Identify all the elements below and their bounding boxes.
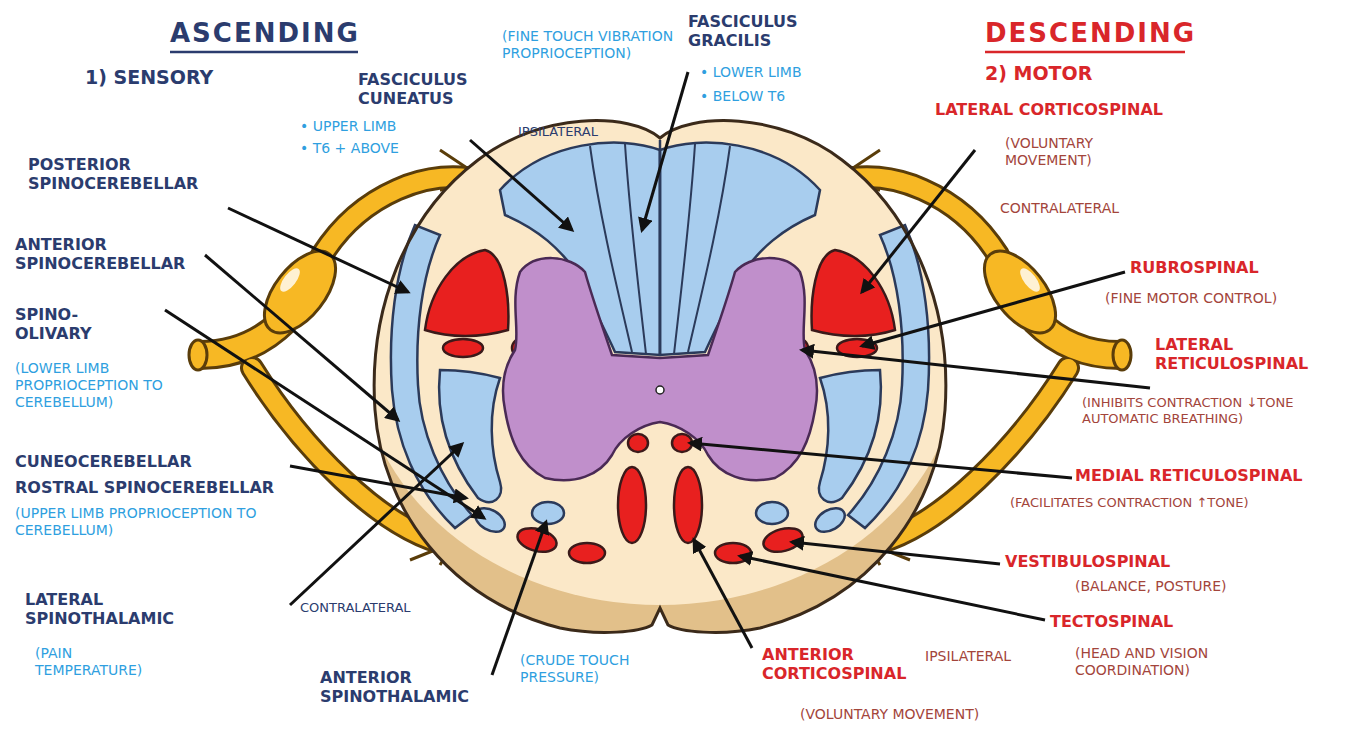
white-matter: [360, 105, 960, 605]
leader-line: [802, 350, 1150, 388]
tract-label: (VOLUNTARY MOVEMENT): [800, 706, 979, 723]
tract-label: (FINE MOTOR CONTROL): [1105, 290, 1277, 307]
tract-label: • T6 + ABOVE: [300, 140, 399, 157]
leader-line: [642, 72, 688, 230]
tract-label: 1) SENSORY: [85, 66, 213, 89]
leader-line: [792, 542, 1000, 564]
tract-label: RUBROSPINAL: [1130, 258, 1259, 277]
tract-label: (VOLUNTARY MOVEMENT): [1005, 135, 1155, 169]
leader-line: [740, 556, 1045, 620]
tract-label: SPINO- OLIVARY: [15, 305, 95, 343]
leader-line: [290, 466, 466, 498]
tract-label: (PAIN TEMPERATURE): [35, 645, 165, 679]
tract-label: TECTOSPINAL: [1050, 612, 1173, 631]
left-anterior-tracts: [515, 434, 648, 563]
tract-label: IPSILATERAL: [925, 648, 1011, 665]
heading-underline: [985, 51, 1185, 54]
tract-label: MEDIAL RETICULOSPINAL: [1075, 466, 1350, 485]
heading-underline: [170, 51, 358, 54]
tract-label: CONTRALATERAL: [1000, 200, 1119, 217]
cord-outline: [374, 121, 946, 633]
right-anterior-tracts: [672, 434, 805, 563]
tract-label: (CRUDE TOUCH PRESSURE): [520, 652, 670, 686]
leader-line: [290, 444, 462, 605]
leader-line: [470, 140, 572, 230]
leader-line: [228, 208, 408, 292]
tract-label: LATERAL SPINOTHALAMIC: [25, 590, 225, 628]
tract-label: (BALANCE, POSTURE): [1075, 578, 1227, 595]
leader-lines: [165, 72, 1150, 675]
tract-label: • LOWER LIMB: [700, 64, 802, 81]
tract-label: • UPPER LIMB: [300, 118, 396, 135]
tract-label: (FACILITATES CONTRACTION ↑TONE): [1010, 495, 1310, 511]
tract-label: ANTERIOR SPINOCEREBELLAR: [15, 235, 215, 273]
tract-label: (HEAD AND VISION COORDINATION): [1075, 645, 1295, 679]
leader-line: [862, 150, 975, 292]
tract-label: ASCENDING: [170, 18, 360, 49]
tract-label: LATERAL RETICULOSPINAL: [1155, 335, 1345, 373]
tract-label: ROSTRAL SPINOCEREBELLAR: [15, 478, 274, 497]
tract-label: POSTERIOR SPINOCEREBELLAR: [28, 155, 258, 193]
tract-label: CONTRALATERAL: [300, 600, 411, 616]
tract-label: VESTIBULOSPINAL: [1005, 552, 1170, 571]
tract-label: ANTERIOR SPINOTHALAMIC: [320, 668, 520, 706]
leader-line: [205, 255, 398, 420]
tract-label: (FINE TOUCH VIBRATION PROPRIOCEPTION): [502, 28, 677, 62]
leader-line: [690, 443, 1072, 478]
tract-label: (LOWER LIMB PROPRIOCEPTION TO CEREBELLUM…: [15, 360, 225, 410]
tract-label: DESCENDING: [985, 18, 1196, 49]
tract-label: IPSILATERAL: [518, 124, 598, 140]
tract-label: • BELOW T6: [700, 88, 785, 105]
tract-label: FASCICULUS CUNEATUS: [358, 70, 508, 108]
tract-label: 2) MOTOR: [985, 62, 1092, 85]
tract-label: (INHIBITS CONTRACTION ↓TONE AUTOMATIC BR…: [1082, 395, 1337, 426]
tract-label: CUNEOCEREBELLAR: [15, 452, 192, 471]
leader-line: [862, 272, 1125, 346]
central-canal: [656, 386, 664, 394]
leader-line: [694, 540, 752, 648]
tract-label: FASCICULUS GRACILIS: [688, 12, 838, 50]
tract-label: ANTERIOR CORTICOSPINAL: [762, 645, 932, 683]
tract-label: (UPPER LIMB PROPRIOCEPTION TO CEREBELLUM…: [15, 505, 335, 539]
tract-label: LATERAL CORTICOSPINAL: [935, 100, 1265, 119]
